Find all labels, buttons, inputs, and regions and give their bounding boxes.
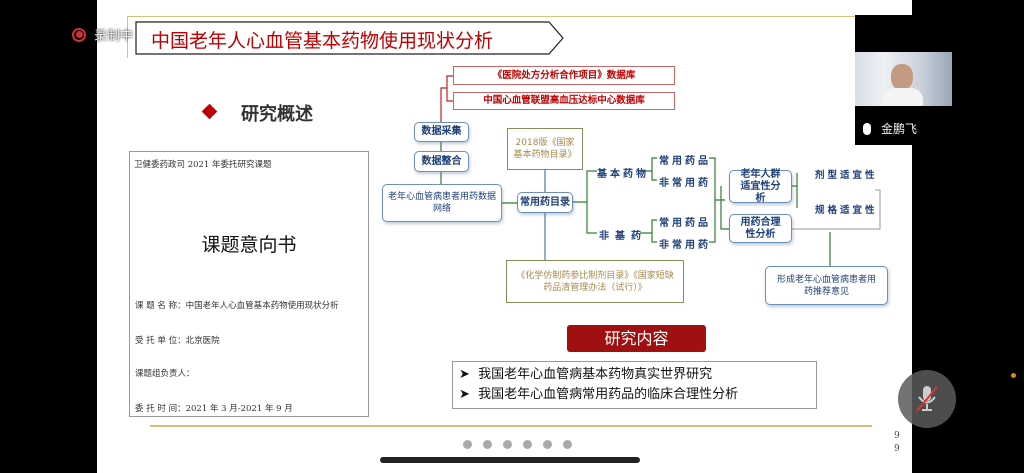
field-label: 委 托 时 间： (135, 404, 186, 414)
db2-box: 中国心血管联盟高血压达标中心数据库 (453, 92, 675, 110)
db1-box: 《医院处方分析合作项目》数据库 (453, 66, 675, 85)
refs-box: 《化学仿制药参比制剂目录》《国家短缺药品清管理办法（试行）》 (506, 260, 684, 303)
arrow-bullet-icon: ➤ (459, 367, 479, 382)
diagram-connectors (440, 75, 881, 266)
elderly-box: 老年人群适宜性分析 (729, 169, 792, 204)
doc-header: 卫健委药政司 2021 年委托研究课题 (134, 160, 272, 170)
doc-title: 课题意向书 (201, 234, 297, 256)
page-dot[interactable] (503, 440, 512, 449)
non-essential-label: 非基药 (599, 231, 647, 242)
person-avatar (891, 64, 913, 90)
page-dot[interactable] (463, 440, 472, 449)
integrate-box: 数据整合 (414, 151, 469, 172)
network-box: 老年心血管病患者用药数据网络 (382, 184, 502, 222)
field-label: 课题组负责人： (135, 369, 195, 379)
recording-label: 录制中 (94, 29, 134, 44)
gold-frame (127, 16, 887, 17)
common-drug-label: 常用药品 (659, 218, 711, 229)
slide: 中国老年人心血管基本药物使用现状分析 研究概述 卫健委药政司 2021 年委托研… (97, 0, 912, 473)
status-dot (1011, 373, 1016, 378)
spec-label: 规格适宜性 (815, 205, 878, 216)
doc-field: 受 托 单 位：北京医院 (135, 334, 220, 346)
participant-video (855, 52, 952, 106)
field-value: 北京医院 (185, 336, 220, 346)
content-item: ➤ 我国老年心血管病常用药品的临床合理性分析 (459, 385, 810, 405)
recommend-box: 形成老年心血管病患者用药推荐意见 (765, 266, 888, 305)
record-icon (72, 27, 86, 42)
page-dot[interactable] (563, 440, 572, 449)
document-preview: 卫健委药政司 2021 年委托研究课题 课题意向书 课 题 名 称：中国老年人心… (129, 151, 369, 417)
doc-field: 委 托 时 间：2021 年 3 月-2021 年 9 月 (135, 402, 293, 414)
content-list: ➤ 我国老年心血管病基本药物真实世界研究 ➤ 我国老年心血管病常用药品的临床合理… (452, 361, 817, 409)
content-item-text: 我国老年心血管病基本药物真实世界研究 (478, 367, 713, 382)
recording-indicator: 录制中 (72, 25, 133, 44)
field-value: 2021 年 3 月-2021 年 9 月 (185, 404, 293, 414)
essential-label: 基本药物 (597, 169, 649, 180)
uncommon-drug-label: 非常用药 (659, 240, 711, 251)
section-heading: 研究概述 (241, 104, 313, 125)
field-label: 课 题 名 称： (135, 301, 186, 311)
content-heading: 研究内容 (567, 325, 706, 352)
page-number: 99 (894, 431, 900, 454)
mute-toggle-button[interactable] (898, 370, 956, 428)
arrow-bullet-icon: ➤ (459, 387, 479, 402)
gold-footer-line (150, 425, 872, 427)
content-item-text: 我国老年心血管病常用药品的临床合理性分析 (478, 387, 739, 402)
common-drug-label: 常用药品 (659, 156, 711, 167)
common-catalog-box: 常用药目录 (517, 192, 573, 213)
doc-field: 课题组负责人： (135, 367, 195, 379)
home-indicator-bar[interactable] (380, 457, 640, 463)
page-dot[interactable] (543, 440, 552, 449)
rational-box: 用药合理性分析 (729, 214, 792, 243)
field-value: 中国老年人心血管基本药物使用现状分析 (185, 301, 339, 311)
participant-name: 金鹏飞 (881, 122, 918, 136)
title-banner (135, 21, 564, 55)
collect-box: 数据采集 (414, 122, 469, 142)
microphone-icon (863, 123, 871, 135)
page-dot[interactable] (483, 440, 492, 449)
microphone-muted-icon (916, 386, 938, 412)
content-item: ➤ 我国老年心血管病基本药物真实世界研究 (459, 365, 810, 385)
uncommon-drug-label: 非常用药 (659, 178, 711, 189)
field-label: 受 托 单 位： (135, 336, 186, 346)
pagination-dots[interactable] (463, 440, 572, 449)
catalog2018-box: 2018版《国家基本药物目录》 (507, 128, 583, 170)
doc-field: 课 题 名 称：中国老年人心血管基本药物使用现状分析 (135, 299, 339, 311)
slide-title: 中国老年人心血管基本药物使用现状分析 (151, 30, 494, 52)
dosage-form-label: 剂型适宜性 (815, 170, 878, 181)
participant-tile[interactable]: 金鹏飞 (855, 15, 952, 145)
page-dot[interactable] (523, 440, 532, 449)
gold-frame-left (127, 16, 128, 58)
